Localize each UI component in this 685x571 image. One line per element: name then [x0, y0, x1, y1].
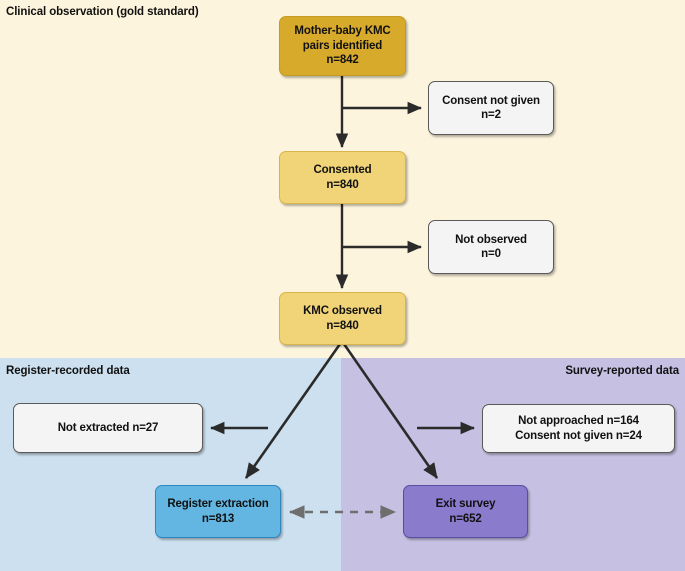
- node-pairs-identified[interactable]: Mother-baby KMC pairs identified n=842: [279, 16, 406, 76]
- panel-register-recorded: [0, 358, 341, 571]
- panel-title-survey: Survey-reported data: [565, 365, 679, 377]
- node-line-1: Register extraction: [167, 498, 269, 510]
- node-consented[interactable]: Consented n=840: [279, 151, 406, 204]
- node-line-1: Mother-baby KMC: [294, 25, 391, 38]
- node-exit-survey[interactable]: Exit survey n=652: [403, 485, 528, 538]
- panel-title-register: Register-recorded data: [6, 365, 130, 377]
- node-line-2: n=840: [326, 319, 359, 332]
- node-line-2: n=840: [326, 178, 359, 191]
- node-consented-text: Consented n=840: [313, 163, 371, 192]
- node-line-1: Not approached n=164: [518, 415, 639, 427]
- node-line-1: Exit survey: [435, 498, 496, 510]
- node-register-extraction-text: Register extraction n=813: [167, 497, 268, 526]
- node-not-approached-text: Not approached n=164 Consent not given n…: [515, 414, 642, 443]
- node-kmc-observed-text: KMC observed n=840: [303, 304, 382, 333]
- node-line-1: Consent not given: [442, 94, 540, 107]
- node-line-2: pairs identified: [302, 39, 383, 52]
- node-kmc-observed[interactable]: KMC observed n=840: [279, 292, 406, 345]
- node-line-2: Consent not given n=24: [515, 429, 642, 442]
- node-consent-not-given[interactable]: Consent not given n=2: [428, 81, 554, 135]
- node-not-observed-text: Not observed n=0: [455, 233, 527, 262]
- panel-survey-reported: [341, 358, 685, 571]
- node-exit-survey-text: Exit survey n=652: [436, 497, 496, 526]
- node-line-2: n=0: [481, 248, 501, 260]
- node-not-extracted[interactable]: Not extracted n=27: [13, 403, 203, 453]
- node-not-extracted-text: Not extracted n=27: [57, 421, 159, 434]
- node-line-1: KMC observed: [303, 305, 382, 317]
- node-not-approached[interactable]: Not approached n=164 Consent not given n…: [482, 404, 675, 453]
- node-line-2: n=2: [481, 109, 501, 121]
- node-line-2: n=652: [449, 512, 482, 525]
- node-line-1: Not observed: [455, 233, 527, 246]
- node-not-observed[interactable]: Not observed n=0: [428, 220, 554, 274]
- node-line-1: Consented: [313, 164, 372, 176]
- node-register-extraction[interactable]: Register extraction n=813: [155, 485, 281, 538]
- node-consent-not-given-text: Consent not given n=2: [442, 94, 540, 123]
- node-line-2: n=813: [201, 512, 235, 525]
- node-pairs-identified-text: Mother-baby KMC pairs identified n=842: [294, 24, 390, 68]
- panel-title-clinical: Clinical observation (gold standard): [6, 6, 199, 18]
- node-line-3: n=842: [326, 54, 359, 67]
